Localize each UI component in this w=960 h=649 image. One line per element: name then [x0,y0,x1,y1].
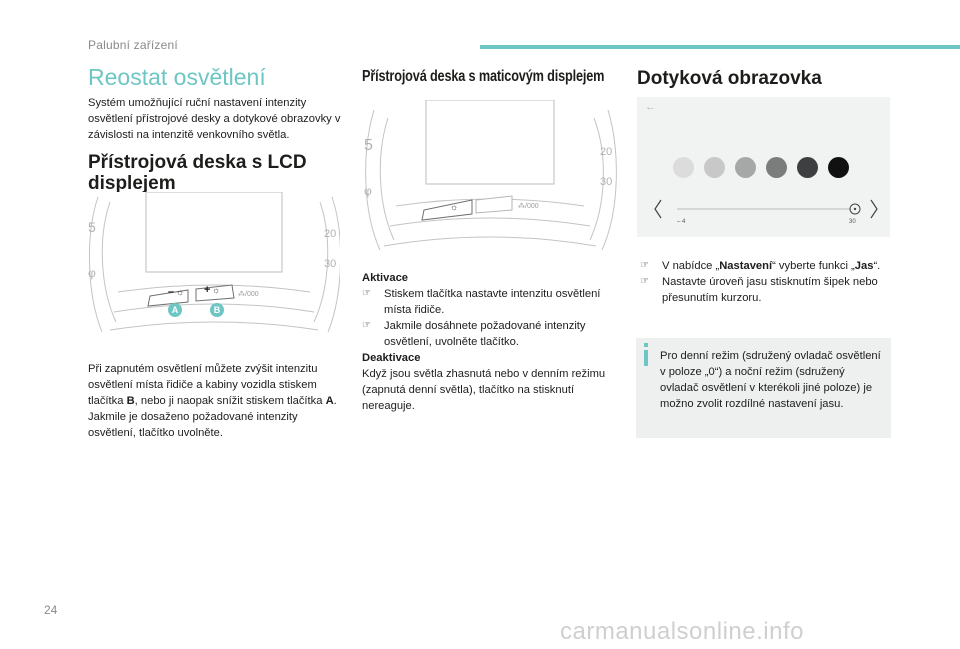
decrease-arrow-button[interactable] [651,193,669,223]
brightness-swatch[interactable] [766,157,787,178]
matrix-dashboard-image: 5 φ 20 30 ⁂/000 ☼ [362,99,617,260]
brightness-swatches [673,157,849,178]
lcd-paragraph-1: Při zapnutém osvětlení můžete zvýšit int… [88,363,337,407]
svg-text:5: 5 [364,137,373,154]
svg-text:⁂/000: ⁂/000 [518,202,539,210]
bullet-icon: ☞ [362,288,371,299]
lcd-paragraph-2: Jakmile je dosaženo požadované intenzity… [88,411,298,439]
info-icon-bar [644,350,648,366]
touchscreen-image: ← – 4 30 [637,97,890,237]
dim-minus-button[interactable]: – [168,286,175,298]
badge-b: B [210,303,224,317]
touch-item: ☞V nabídce „Nastavení“ vyberte funkci „J… [640,260,881,272]
bullet-icon: ☞ [362,320,371,331]
dim-plus-button[interactable]: + [204,284,211,296]
activation-item: ☞Stiskem tlačítka nastavte intenzitu osv… [362,288,601,316]
matrix-instructions: Aktivace ☞Stiskem tlačítka nastavte inte… [362,270,617,414]
svg-text:20: 20 [600,146,612,158]
info-box: Pro denní režim (sdružený ovladač osvětl… [636,338,891,438]
brightness-slider-cursor[interactable] [849,203,861,215]
watermark: carmanualsonline.info [560,618,804,645]
activation-item: ☞Jakmile dosáhnete požadované intenzity … [362,320,586,348]
lcd-description: Při zapnutém osvětlení můžete zvýšit int… [88,361,343,441]
dim-plus-icon: ☼ [212,285,221,295]
page-number: 24 [44,603,58,617]
brightness-swatch[interactable] [673,157,694,178]
touch-instructions: ☞V nabídce „Nastavení“ vyberte funkci „J… [640,258,895,306]
svg-text:5: 5 [88,219,96,235]
slider-max-label: 30 [849,219,856,225]
activation-heading: Aktivace [362,272,409,284]
deactivation-heading: Deaktivace [362,352,421,364]
badge-a: A [168,303,182,317]
lcd-heading: Přístrojová deska s LCD displejem [88,152,307,194]
svg-text:30: 30 [324,258,336,270]
brightness-swatch[interactable] [704,157,725,178]
slider-min-label: – 4 [677,219,686,225]
bullet-icon: ☞ [640,260,649,271]
info-text: Pro denní režim (sdružený ovladač osvětl… [660,350,881,410]
back-arrow-icon[interactable]: ← [645,101,656,113]
info-icon [644,343,648,347]
intro-text: Systém umožňující ruční nastavení intenz… [88,97,341,141]
chapter-bar [480,45,960,49]
dimmer-button-icon[interactable]: ☼ [450,202,459,212]
chapter-title: Palubní zařízení [88,38,178,52]
matrix-heading: Přístrojová deska s maticovým displejem [362,68,605,85]
brightness-swatch[interactable] [828,157,849,178]
brightness-swatch[interactable] [735,157,756,178]
section-title: Reostat osvětlení [88,64,266,90]
lcd-dashboard-image: 5 φ 20 30 ⁂/000 – + ☼ ☼ A B [88,191,341,342]
increase-arrow-button[interactable] [861,193,879,223]
svg-text:⁂/000: ⁂/000 [238,290,259,298]
touch-item: ☞Nastavte úroveň jasu stisknutím šipek n… [640,276,878,304]
svg-text:20: 20 [324,228,336,240]
svg-text:30: 30 [600,176,612,188]
svg-text:φ: φ [364,184,372,198]
dim-minus-icon: ☼ [176,287,185,297]
bullet-icon: ☞ [640,276,649,287]
deactivation-text: Když jsou světla zhasnutá nebo v denním … [362,368,606,412]
touch-heading: Dotyková obrazovka [637,68,822,89]
svg-text:φ: φ [88,266,96,280]
brightness-swatch[interactable] [797,157,818,178]
